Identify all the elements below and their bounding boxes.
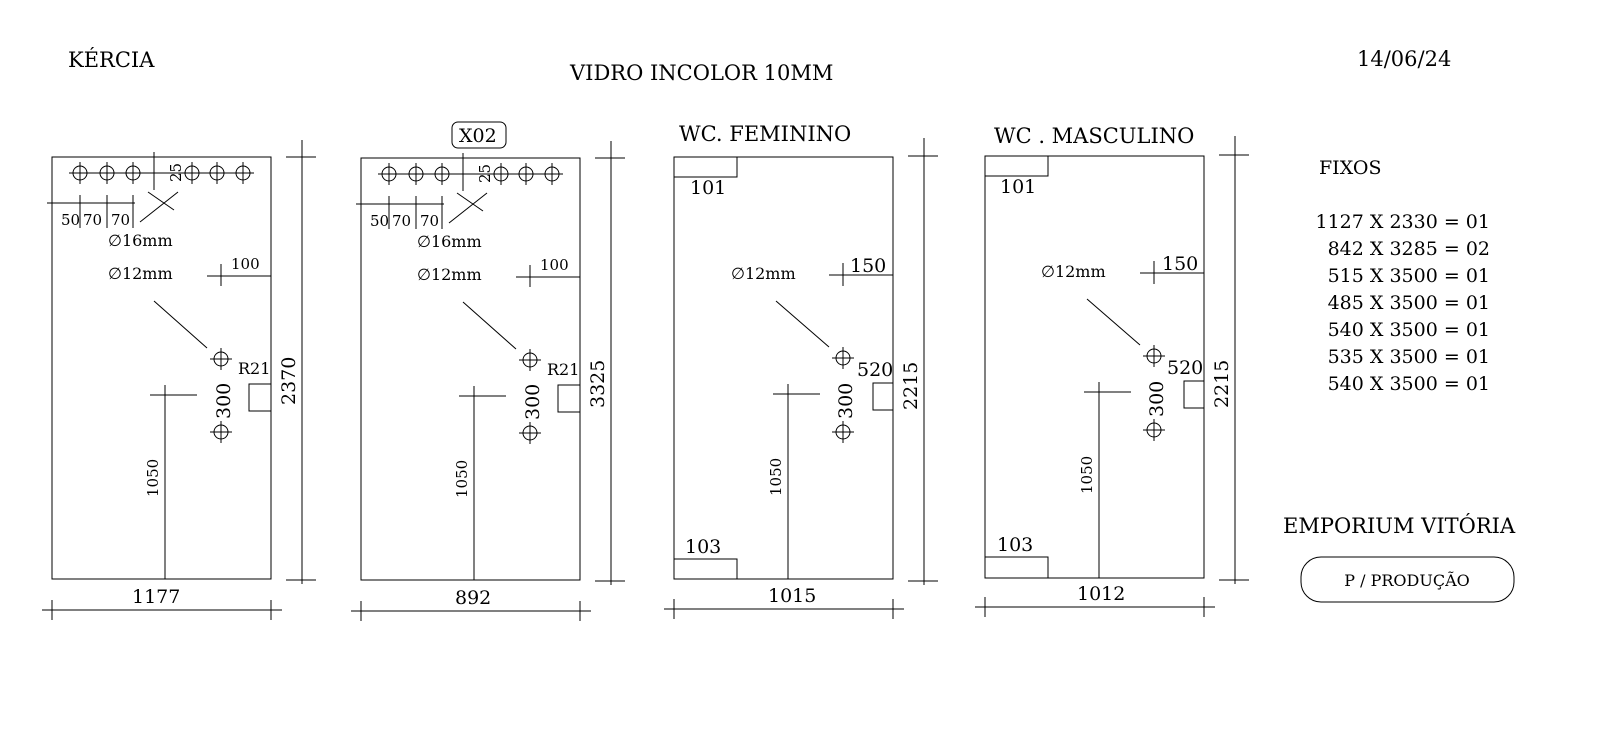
panel-3: 101 103 ∅12mm 150 300 520 1050 2215 1015: [664, 138, 938, 619]
corner-bottom-label: 103: [685, 536, 721, 558]
pivot-spacing-label: 300: [1146, 381, 1168, 417]
spacing-label: 50: [61, 211, 80, 229]
notch: [872, 382, 894, 411]
top-offset-label: 25: [476, 164, 494, 183]
corner-top-label: 101: [1000, 176, 1036, 198]
hole-icon: [518, 421, 542, 445]
diameter-16-label: ∅16mm: [108, 231, 173, 250]
height-label: 3325: [587, 360, 609, 408]
pivot-spacing-label: 300: [522, 384, 544, 420]
panel-title: WC . MASCULINO: [994, 124, 1194, 148]
corner-cut-bottom: [673, 558, 738, 580]
fixos-item: 485 X 3500 = 01: [1328, 292, 1490, 314]
spacing-label: 70: [420, 212, 439, 230]
hole-icon: [518, 348, 542, 372]
handle-height-label: 1050: [144, 459, 162, 497]
quantity-tag: [451, 121, 507, 149]
corner-cut-top: [984, 155, 1049, 177]
pivot-spacing-label: 300: [213, 383, 235, 419]
glass-outline: [673, 156, 894, 580]
width-label: 1177: [132, 586, 180, 608]
height-label: 2215: [1211, 360, 1233, 408]
glass-outline: [51, 156, 272, 580]
page-title: VIDRO INCOLOR 10MM: [569, 61, 833, 85]
radius-label: 520: [857, 359, 893, 381]
notch: [557, 384, 581, 413]
height-label: 2215: [900, 362, 922, 410]
panel-1: 25 50 70 70 ∅16mm ∅12mm 100 300 R21 1050…: [42, 140, 316, 620]
production-stamp: [1300, 556, 1515, 603]
fixos-item: 1127 X 2330 = 01: [1316, 211, 1491, 233]
radius-label: R21: [238, 359, 270, 378]
fixos-title: FIXOS: [1319, 157, 1381, 179]
spacing-label: 70: [111, 211, 130, 229]
hole-icon: [831, 346, 855, 370]
pivot-spacing-label: 300: [835, 383, 857, 419]
spacing-label: 50: [370, 212, 389, 230]
diameter-12-label: ∅12mm: [108, 264, 173, 283]
width-label: 1015: [768, 585, 816, 607]
spacing-label: 70: [83, 211, 102, 229]
edge-offset-label: 100: [540, 256, 569, 274]
client-name: KÉRCIA: [68, 48, 155, 72]
corner-cut-bottom: [984, 556, 1049, 579]
height-label: 2370: [278, 357, 300, 405]
edge-offset-label: 100: [231, 255, 260, 273]
width-label: 892: [455, 587, 491, 609]
date-label: 14/06/24: [1357, 47, 1451, 71]
panel-4: 101 103 ∅12mm 150 300 520 1050 2215 1012: [975, 136, 1249, 617]
corner-top-label: 101: [690, 177, 726, 199]
fixos-item: 540 X 3500 = 01: [1328, 373, 1490, 395]
hole-icon: [209, 420, 233, 444]
corner-bottom-label: 103: [997, 534, 1033, 556]
fixos-list: FIXOS 1127 X 2330 = 01 842 X 3285 = 02 5…: [1316, 157, 1491, 395]
edge-offset-label: 150: [1162, 253, 1198, 275]
diameter-16-label: ∅16mm: [417, 232, 482, 251]
handle-height-label: 1050: [453, 460, 471, 498]
hole-icon: [209, 347, 233, 371]
panel-2: 25 50 70 70 ∅16mm ∅12mm 100 300 R21 1050…: [351, 141, 625, 621]
hole-icon: [1142, 344, 1166, 368]
notch: [248, 383, 272, 412]
company-name: EMPORIUM VITÓRIA: [1283, 513, 1516, 538]
quantity-tag-label: X02: [459, 125, 497, 147]
corner-cut-top: [673, 156, 738, 178]
radius-label: R21: [547, 360, 579, 379]
fixos-item: 842 X 3285 = 02: [1328, 238, 1490, 260]
fixos-item: 515 X 3500 = 01: [1328, 265, 1490, 287]
diameter-12-label: ∅12mm: [1041, 262, 1106, 281]
fixos-item: 540 X 3500 = 01: [1328, 319, 1490, 341]
handle-height-label: 1050: [767, 458, 785, 496]
top-offset-label: 25: [167, 163, 185, 182]
hole-icon: [831, 420, 855, 444]
diameter-12-label: ∅12mm: [417, 265, 482, 284]
handle-height-label: 1050: [1078, 456, 1096, 494]
glass-outline: [360, 157, 581, 581]
production-stamp-label: P / PRODUÇÃO: [1344, 570, 1469, 590]
width-label: 1012: [1077, 583, 1125, 605]
spacing-label: 70: [392, 212, 411, 230]
radius-label: 520: [1167, 357, 1203, 379]
notch: [1183, 380, 1205, 409]
diameter-12-label: ∅12mm: [731, 264, 796, 283]
hole-icon: [1142, 418, 1166, 442]
fixos-item: 535 X 3500 = 01: [1328, 346, 1490, 368]
glass-outline: [984, 155, 1205, 579]
edge-offset-label: 150: [850, 255, 886, 277]
panel-title: WC. FEMININO: [679, 122, 851, 146]
